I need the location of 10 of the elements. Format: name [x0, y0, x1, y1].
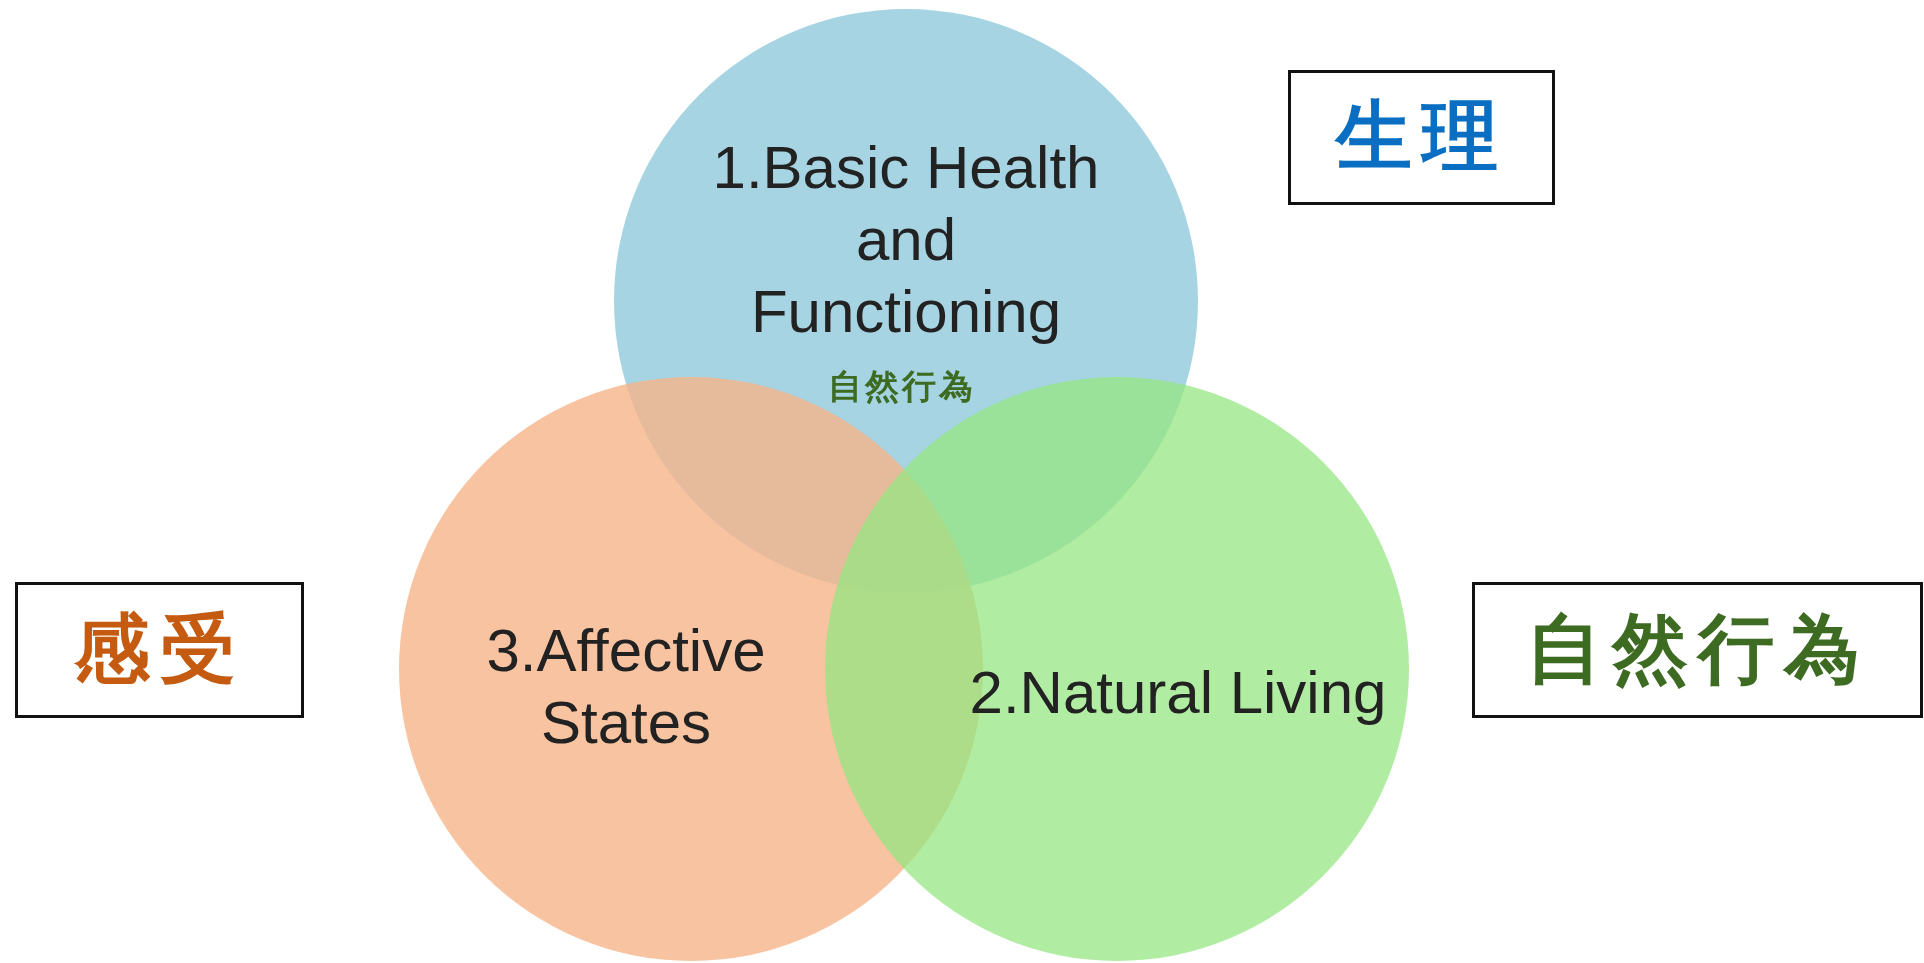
circle-label: 1.Basic Health and Functioning: [711, 133, 1101, 347]
box-label: 感受: [73, 602, 246, 695]
box-label: 自然行為: [1525, 602, 1870, 695]
label-box: [1288, 70, 1555, 205]
circle-label: 2.Natural Living: [968, 658, 1388, 728]
label-box: [1472, 582, 1923, 718]
circle-label: 3.Affective States: [485, 616, 767, 758]
overlap-label: 自然行為: [828, 365, 976, 408]
label-box: [15, 582, 304, 718]
box-label: 生理: [1335, 90, 1508, 182]
